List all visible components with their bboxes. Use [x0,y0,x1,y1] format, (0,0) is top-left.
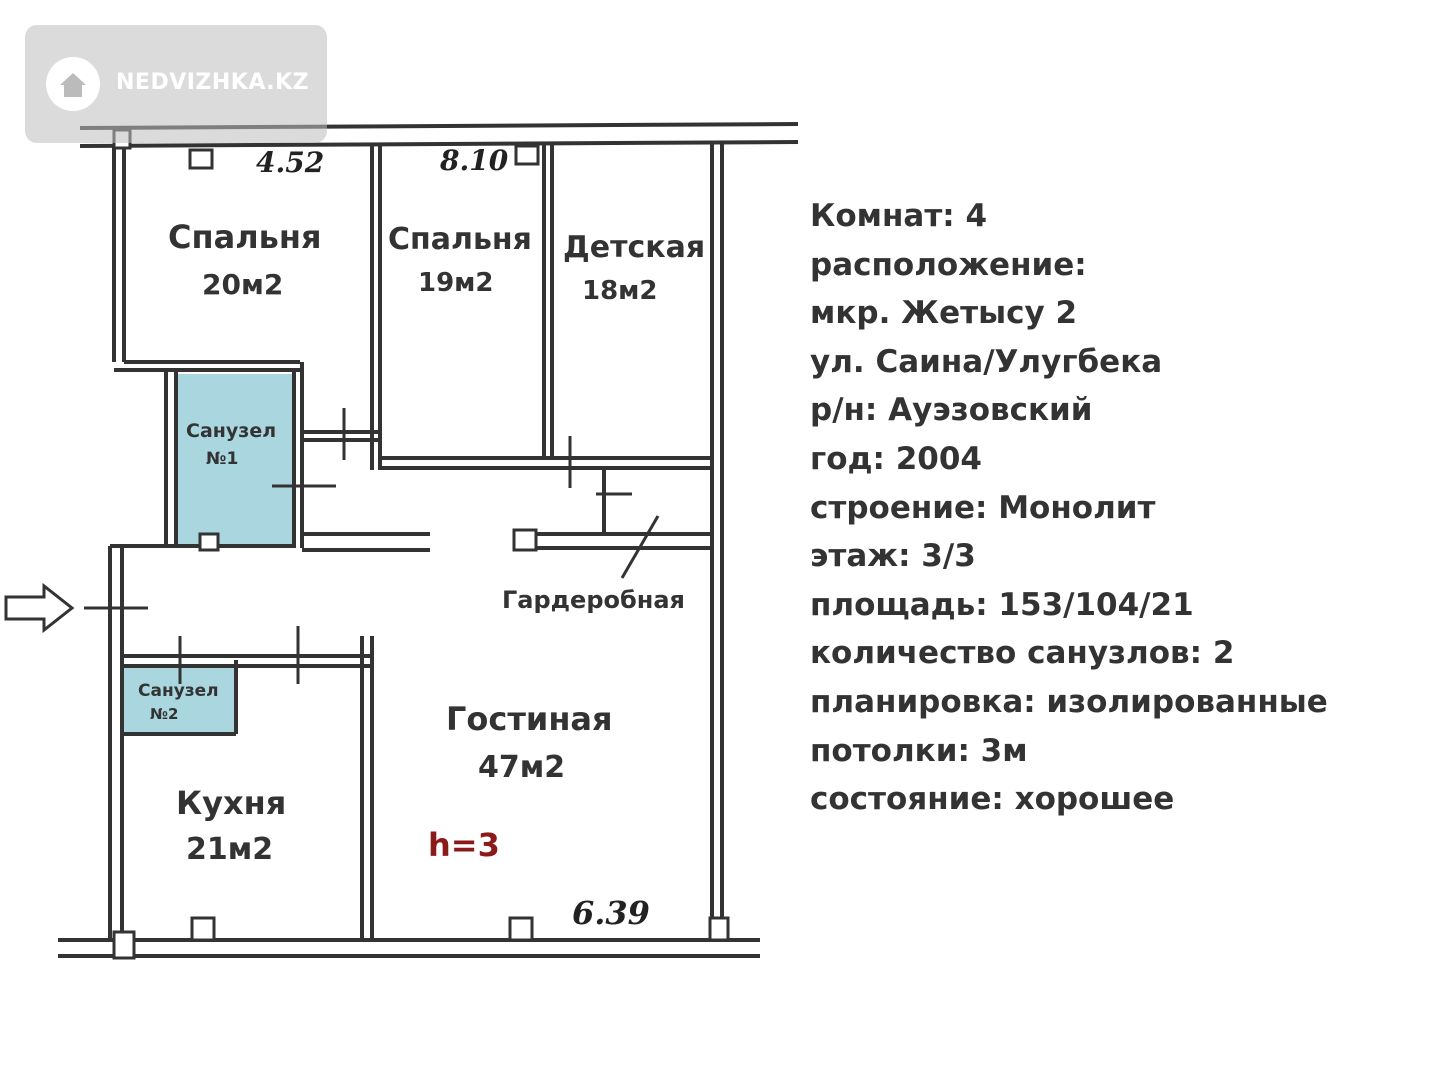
info-bathrooms: количество санузлов: 2 [810,635,1235,672]
bedroom-2-name: Спальня [388,222,532,257]
wall-details [112,128,730,960]
bedroom-2-area: 19м2 [418,268,494,298]
kitchen-area: 21м2 [186,832,274,867]
info-layout: планировка: изолированные [810,683,1328,720]
entry-arrow-icon [4,582,75,634]
bathroom-1-number: №1 [206,449,239,469]
door-marks [84,408,660,684]
bathroom-1-name: Санузел [186,420,277,442]
bathroom-1-fill [177,374,293,544]
kids-room-area: 18м2 [582,276,658,306]
bathroom-2-name: Санузел [138,681,219,701]
info-area: площадь: 153/104/21 [810,586,1194,623]
info-year: год: 2004 [810,440,982,477]
info-building-type: строение: Монолит [810,489,1156,526]
info-district: р/н: Ауэзовский [810,392,1093,429]
info-street: ул. Саина/Улугбека [810,343,1163,380]
house-icon [46,57,100,111]
dimension-top-right: 8.10 [440,144,509,177]
info-rooms: Комнат: 4 [810,198,988,234]
wardrobe-name: Гардеробная [502,586,685,614]
kids-room-name: Детская [563,230,706,265]
dimension-bottom: 6.39 [572,894,650,932]
info-ceilings: потолки: 3м [810,732,1028,769]
living-room-name: Гостиная [446,700,613,738]
info-microdistrict: мкр. Жетысу 2 [810,295,1078,332]
info-location-label: расположение: [810,246,1087,283]
walls [58,122,799,958]
dimension-top-left: 4.52 [256,146,325,179]
bathroom-2-number: №2 [150,705,179,723]
living-room-area: 47м2 [478,750,566,785]
info-floor: этаж: 3/3 [810,538,976,575]
property-info: Комнат: 4 расположение: мкр. Жетысу 2 ул… [810,194,1328,826]
watermark-text: NEDVIZHKA.KZ [116,70,310,95]
bedroom-1-name: Спальня [168,218,322,256]
bedroom-1-area: 20м2 [202,268,284,301]
info-condition: состояние: хорошее [810,781,1175,818]
ceiling-height-mark: h=3 [428,826,500,864]
kitchen-name: Кухня [176,784,287,822]
